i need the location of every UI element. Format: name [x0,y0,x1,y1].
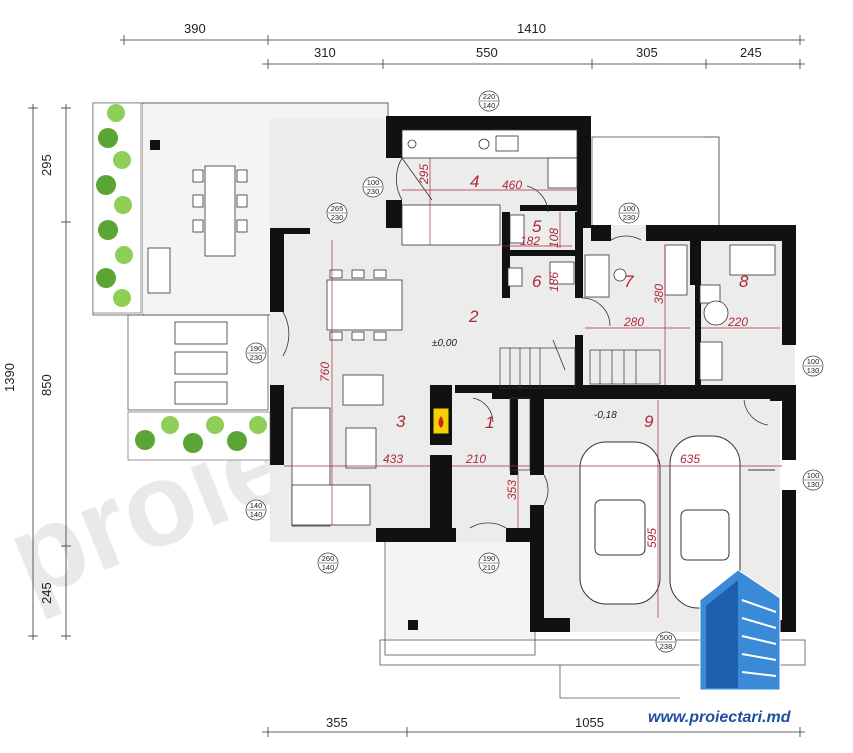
room-number-3: 3 [396,412,406,431]
dining-table [326,269,403,341]
dim-top-390: 390 [184,21,206,36]
badge-d-side-w: 190 [250,344,263,353]
badge-w-r9-w: 100 [807,471,820,480]
badge-w-living-bottom-w: 260 [322,554,335,563]
cars [579,435,775,609]
dim-r4-width: 460 [502,178,522,192]
badge-d-kitchen-terrace-h: 230 [367,187,380,196]
walls [270,116,796,632]
room-number-5: 5 [532,217,542,236]
dim-top-1410: 1410 [517,21,546,36]
dim-r6-depth: 186 [547,272,561,292]
dim-top-310: 310 [314,45,336,60]
terrace-table [192,165,248,257]
room-dim-lines [284,158,782,618]
dim-r3-width: 433 [383,452,403,466]
room-number-9: 9 [644,412,654,431]
living-sofa [291,374,384,527]
planter-vertical [92,102,142,314]
dim-bottom-1055: 1055 [575,715,604,730]
level-garage: -0,18 [594,410,617,421]
room-number-6: 6 [532,272,542,291]
bottom-dimensions [262,727,805,737]
dim-r7-width: 280 [623,315,644,329]
badge-w-living-left-w: 140 [250,501,263,510]
room-number-4: 4 [470,172,479,191]
dim-r9-depth: 595 [645,528,659,548]
badge-d-kitchen-terrace-w: 100 [367,178,380,187]
badge-w-living-left-h: 140 [250,510,263,519]
dim-r5-depth: 108 [547,228,561,248]
dim-r1-width: 210 [465,452,486,466]
dim-top-245: 245 [740,45,762,60]
badge-w-r8-w: 100 [807,357,820,366]
badge-w-kitchen-top-w: 220 [483,92,496,101]
door-swings [282,157,769,529]
terrace-post [150,140,160,150]
dim-top-305: 305 [636,45,658,60]
badge-d-entry-w: 190 [483,554,496,563]
bathroom-fixtures [507,214,627,298]
badge-d-living-terrace-w: 265 [331,204,344,213]
badge-d-entry-h: 210 [483,563,496,572]
dim-r7-depth: 380 [652,284,666,304]
room-number-8: 8 [739,272,749,291]
level-main: ±0,00 [432,338,457,349]
brand-logo: www.proiectari.md [648,569,792,726]
dim-r9-width: 635 [680,452,700,466]
badge-w-r8-h: 130 [807,366,820,375]
room-number-7: 7 [624,272,634,291]
badge-d-r7-h: 230 [623,213,636,222]
terrace-post [408,620,418,630]
badge-d-living-terrace-h: 230 [331,213,344,222]
badge-w-kitchen-top-h: 140 [483,101,496,110]
staircase [499,347,661,471]
badge-d-r7-w: 100 [623,204,636,213]
dim-r2-depth: 760 [318,362,332,382]
room-number-1: 1 [485,413,494,432]
badge-d-garage-h: 238 [660,642,673,651]
boiler-room-fixtures [664,244,776,381]
badge-w-living-bottom-h: 140 [322,563,335,572]
terrace-lounge [147,247,228,405]
room-number-2: 2 [468,307,479,326]
dim-r5-width: 182 [520,234,540,248]
brand-url: www.proiectari.md [648,709,792,726]
opening-badge-lines [247,100,822,643]
dim-r4-depth: 295 [417,164,431,185]
dim-left-245: 245 [39,582,54,604]
dim-left-850: 850 [39,374,54,396]
badge-w-r9-h: 130 [807,480,820,489]
dim-r1-depth: 353 [505,480,519,500]
dim-r8-width: 220 [727,315,748,329]
badge-d-side-h: 230 [250,353,263,362]
dim-top-550: 550 [476,45,498,60]
opening-badge-texts: 220 140 100 230 265 230 100 230 190 230 … [250,92,820,651]
fire-icon [438,416,444,428]
dim-left-1390: 1390 [2,363,17,392]
dim-left-295: 295 [39,154,54,176]
top-dimensions [120,35,805,69]
badge-d-garage-w: 500 [660,633,673,642]
kitchen-counter [401,129,578,246]
planter-horizontal [127,411,271,461]
left-dimensions [28,104,71,640]
dim-bottom-355: 355 [326,715,348,730]
